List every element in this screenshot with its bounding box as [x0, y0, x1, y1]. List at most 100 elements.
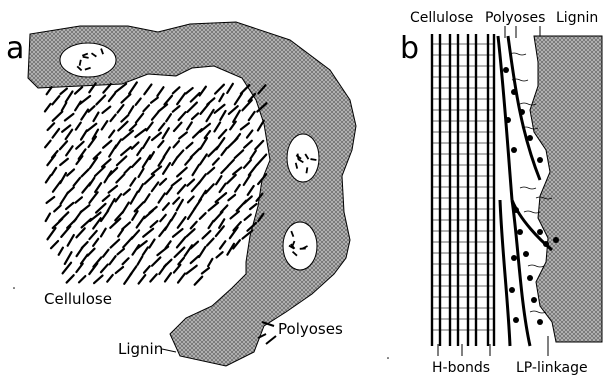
cellulose-fibril — [102, 121, 107, 129]
cellulose-fibril — [235, 185, 240, 192]
cellulose-fibril — [103, 141, 111, 148]
cellulose-fibril — [173, 198, 179, 204]
cellulose-fibril — [206, 184, 214, 193]
cellulose-fibril — [175, 248, 185, 257]
cellulose-fibril — [61, 193, 68, 204]
cellulose-fibril — [67, 219, 76, 228]
cellulose-fibril — [60, 89, 66, 94]
cellulose-fibril — [187, 180, 194, 186]
cellulose-fibril — [93, 239, 98, 246]
cellulose-fibril — [54, 205, 60, 211]
cellulose-fibril — [158, 141, 163, 147]
cellulose-fibril — [200, 87, 206, 96]
polyose-side-group — [537, 157, 543, 163]
cellulose-fibril — [101, 211, 108, 221]
cellulose-fibril — [165, 273, 171, 281]
cellulose-fibril — [53, 181, 61, 191]
cellulose-fibril — [159, 123, 164, 130]
lp-linkage — [524, 211, 540, 213]
cellulose-fibril — [118, 249, 124, 254]
cellulose-fibril — [137, 148, 142, 155]
cellulose-fibril — [109, 186, 117, 193]
cellulose-fibril — [81, 130, 87, 139]
cellulose-fibril — [249, 112, 255, 120]
cellulose-fibril — [163, 163, 170, 174]
speck — [387, 357, 389, 359]
cellulose-fibril — [89, 106, 95, 111]
lp-linkage — [528, 265, 544, 267]
panel-b-letter: b — [400, 31, 419, 66]
cellulose-fibril — [159, 193, 165, 202]
cellulose-fibril — [188, 208, 195, 219]
cellulose-fibril — [67, 169, 74, 175]
cellulose-fibril — [151, 98, 158, 103]
cellulose-fibril — [122, 94, 131, 102]
panel-a-letter: a — [6, 31, 24, 66]
cellulose-fibril — [132, 158, 140, 167]
cellulose-fibril — [45, 104, 51, 112]
cellulose-fibril — [221, 166, 227, 173]
polyose-side-group — [511, 89, 517, 95]
cellulose-fibril — [219, 130, 226, 138]
cellulose-fibril — [76, 142, 83, 149]
cellulose-fibril — [94, 276, 102, 284]
cellulose-fibril — [53, 112, 63, 121]
cellulose-fibril — [82, 219, 91, 228]
cellulose-fibril — [110, 256, 116, 264]
cellulose-fibril — [136, 114, 143, 123]
cellulose-fibril — [76, 264, 82, 272]
cellulose-fibril — [116, 174, 124, 182]
cellulose-fibril — [188, 197, 194, 203]
cellulose-fibril — [93, 218, 101, 228]
cellulose-fibril — [173, 229, 183, 237]
lp-linkage — [520, 187, 536, 189]
cellulose-fibril — [228, 138, 238, 147]
cellulose-fibril — [160, 215, 165, 221]
cellulose-fibril — [108, 199, 115, 211]
cellulose-fibril — [59, 248, 63, 255]
cellulose-fibril — [152, 257, 160, 265]
cellulose-fibril — [157, 247, 168, 255]
cellulose-fibril — [202, 268, 209, 273]
cellulose-fibril — [144, 210, 153, 218]
cellulose-fibril — [62, 103, 66, 111]
cellulose-fibril — [62, 125, 70, 131]
cellulose-fibril — [80, 96, 90, 104]
polyose-side-group — [513, 207, 519, 213]
cellulose-fibril — [47, 197, 55, 203]
cellulose-fibril — [219, 94, 223, 101]
cellulose-fibril — [132, 211, 137, 220]
cellulose-fibril — [139, 275, 146, 284]
cellulose-fibril — [164, 96, 171, 105]
panel-a: a Cellulose Lignin Polyoses — [6, 22, 356, 366]
cellulose-fibril — [133, 245, 139, 254]
cellulose-fibril — [123, 237, 132, 247]
cellulose-fibril — [233, 168, 241, 175]
cellulose-fibril — [51, 241, 58, 248]
cellulose-fibril — [52, 96, 59, 104]
cellulose-fibril — [143, 105, 149, 111]
cellulose-fibril — [185, 245, 192, 256]
cellulose-fibril — [136, 98, 141, 104]
cellulose-fibril — [68, 235, 74, 246]
label-polyoses-a: Polyoses — [278, 320, 343, 338]
cellulose-fibril — [143, 155, 150, 167]
cellulose-fibril — [187, 103, 197, 112]
cellulose-fibril — [77, 248, 83, 256]
cellulose-fibril — [46, 214, 50, 221]
cellulose-fibril — [257, 155, 266, 165]
cellulose-fibril — [109, 93, 115, 101]
polyose-arrow — [298, 154, 299, 160]
cellulose-fibril — [244, 141, 252, 148]
cellulose-fibril — [144, 194, 149, 202]
cellulose-fibril — [216, 193, 227, 202]
cellulose-fibril — [152, 182, 158, 191]
cellulose-fibril — [66, 91, 73, 101]
cellulose-fibril — [61, 226, 70, 237]
cellulose-fibril — [173, 106, 180, 112]
cellulose-fibril — [177, 200, 183, 211]
polyose-side-group — [531, 297, 537, 303]
cellulose-fibril — [129, 82, 137, 93]
cellulose-fibril — [233, 111, 240, 122]
cellulose-fibril — [244, 175, 251, 185]
